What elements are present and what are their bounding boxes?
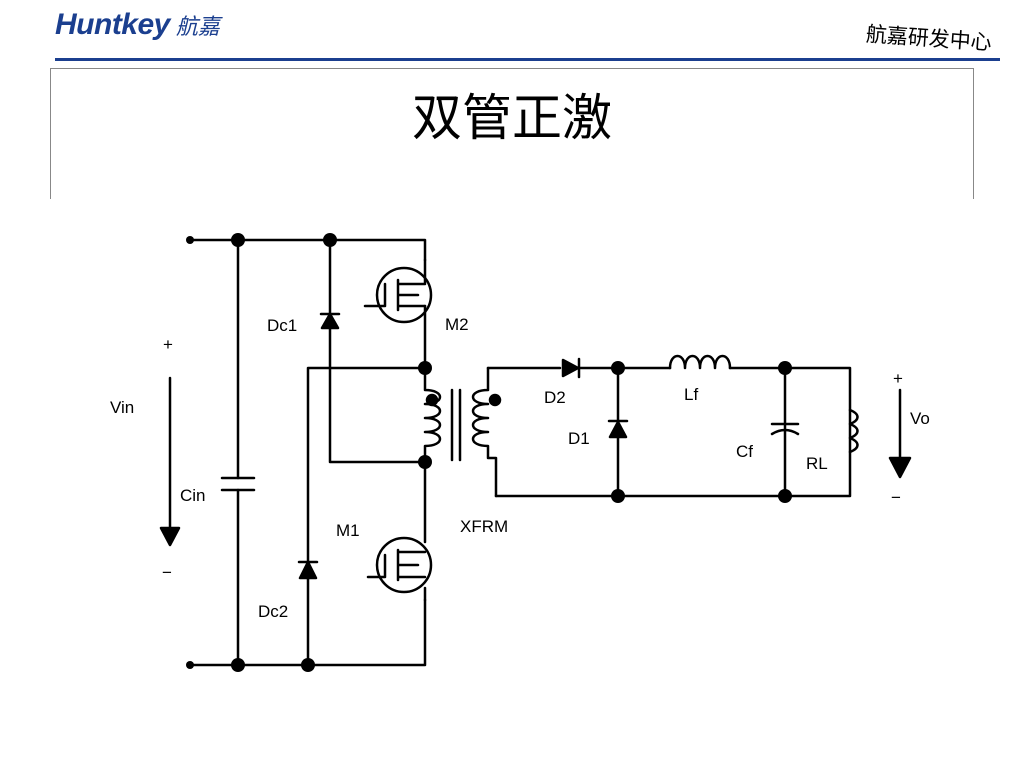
dc2-diode xyxy=(297,560,319,580)
lf-label: Lf xyxy=(684,385,698,404)
junction-dots xyxy=(231,233,792,672)
d2-diode xyxy=(561,357,581,379)
vo-arrow xyxy=(888,388,912,479)
transformer-xfrm xyxy=(423,366,502,498)
lf-inductor xyxy=(668,354,732,370)
company-logo: Huntkey 航嘉 xyxy=(55,8,220,48)
wire-primary-left xyxy=(306,366,427,667)
dc1-diode xyxy=(319,312,341,330)
rl-label: RL xyxy=(806,454,828,473)
cf-label: Cf xyxy=(736,442,753,461)
m1-label: M1 xyxy=(336,521,360,540)
xfrm-label: XFRM xyxy=(460,517,508,536)
m2-label: M2 xyxy=(445,315,469,334)
rl-resistor xyxy=(848,408,859,454)
wire-bottom-rail xyxy=(188,598,427,667)
cin-capacitor xyxy=(220,476,256,492)
title-frame xyxy=(50,68,974,199)
dc1-label: Dc1 xyxy=(267,316,297,335)
cin-label: Cin xyxy=(180,486,206,505)
m2-mosfet xyxy=(363,258,433,370)
vin-label: Vin xyxy=(110,398,134,417)
vo-label: Vo xyxy=(910,409,930,428)
d2-label: D2 xyxy=(544,388,566,407)
cf-capacitor xyxy=(770,422,800,436)
terminal-dots xyxy=(186,236,194,669)
vo-minus-sign: − xyxy=(891,488,901,507)
slide-title: 双管正激 xyxy=(412,89,612,147)
m1-mosfet xyxy=(366,536,433,594)
vin-minus-sign: − xyxy=(162,563,172,582)
header-divider xyxy=(55,58,1000,61)
logo-text-cn: 航嘉 xyxy=(175,15,220,40)
vo-plus-sign: + xyxy=(893,369,903,388)
wire-top-rail xyxy=(188,238,427,262)
d1-label: D1 xyxy=(568,429,590,448)
vin-arrow xyxy=(159,376,181,547)
dc2-label: Dc2 xyxy=(258,602,288,621)
wire-dc1 xyxy=(328,238,427,464)
d1-diode xyxy=(607,419,629,439)
logo-text-en: Huntkey xyxy=(55,8,170,41)
vin-plus-sign: + xyxy=(163,335,173,354)
